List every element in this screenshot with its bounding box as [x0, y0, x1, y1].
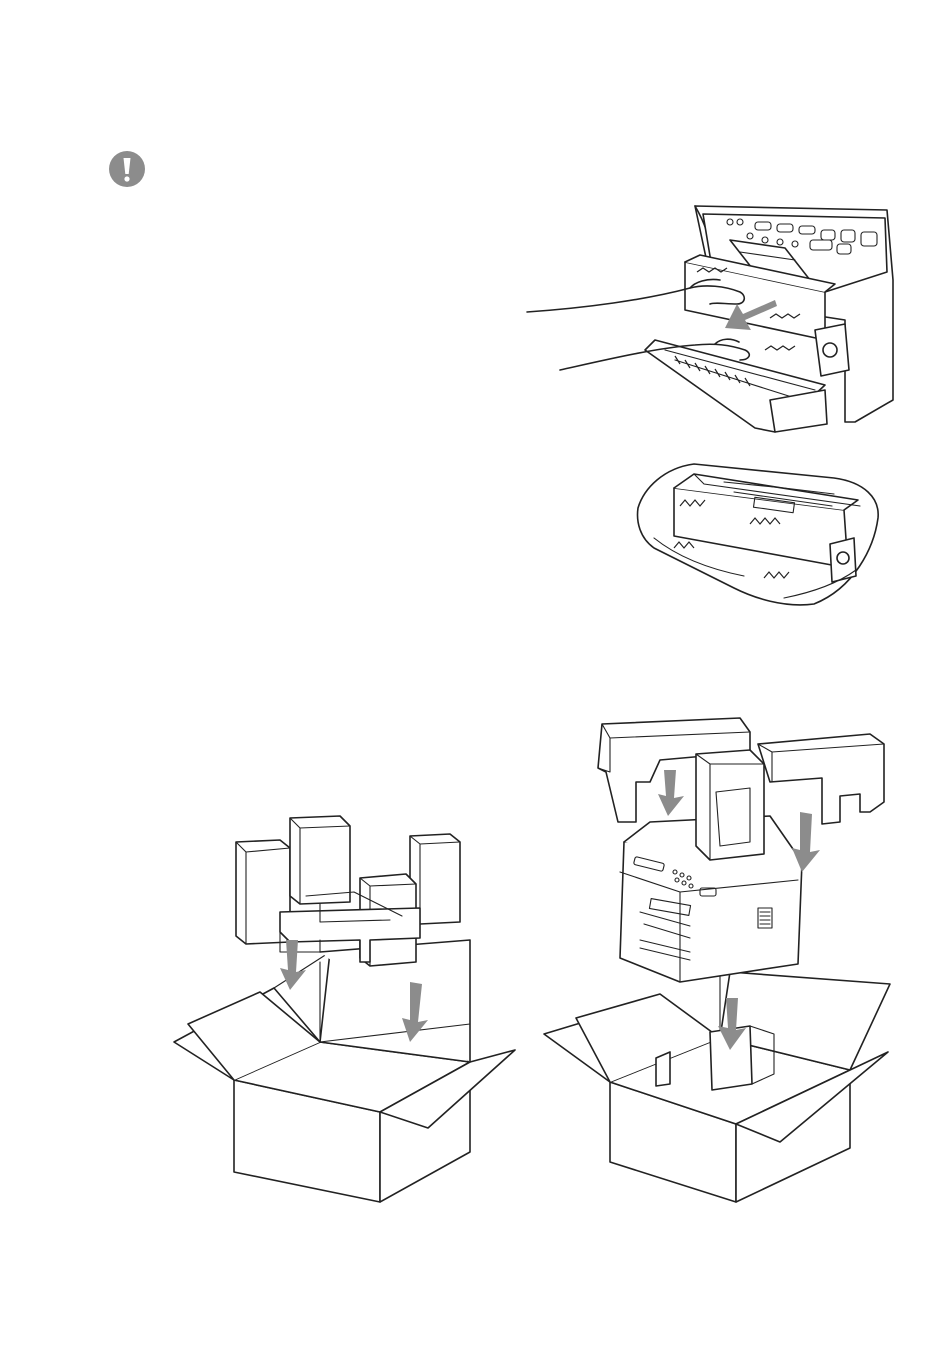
machine-packing-illustration — [540, 712, 890, 1204]
exclamation-circle-icon — [108, 150, 146, 188]
drum-unit-in-bag-illustration — [634, 458, 882, 608]
packing-box-with-foam-illustration — [170, 812, 520, 1207]
caution-icon — [108, 150, 146, 188]
drum-unit-removal-illustration — [525, 200, 895, 435]
